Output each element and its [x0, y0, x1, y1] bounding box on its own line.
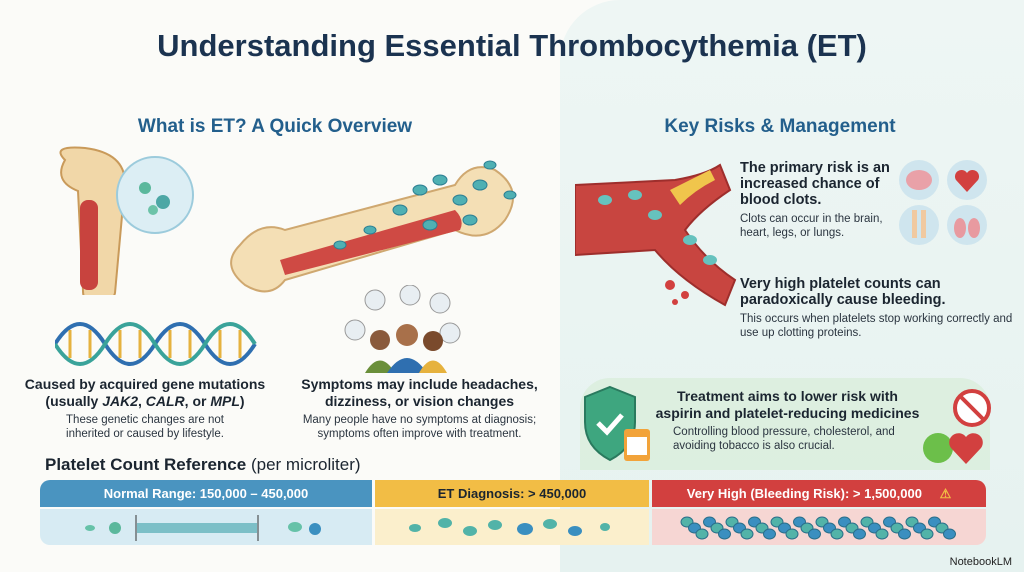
treatment-title: Treatment aims to lower risk with aspiri…	[655, 388, 920, 421]
bone-marrow-illustration	[59, 146, 194, 295]
right-panel-background	[560, 0, 1024, 572]
platelet	[763, 528, 776, 540]
symptoms-desc: Many people have no symptoms at diagnosi…	[302, 414, 537, 440]
gene-mutations-title: Caused by acquired gene mutations(usuall…	[24, 376, 266, 409]
platelet	[898, 528, 911, 540]
risks-heading: Key Risks & Management	[664, 116, 896, 137]
platelet	[695, 528, 709, 540]
very-high-label: Very High (Bleeding Risk): > 1,500,000 ⚠	[652, 480, 986, 507]
normal-range-segment: Normal Range: 150,000 – 450,000	[40, 480, 372, 545]
platelet	[853, 528, 866, 540]
apple-icon	[923, 433, 953, 463]
et-diagnosis-label: ET Diagnosis: > 450,000	[375, 480, 649, 507]
notebooklm-brand: NotebookLM	[949, 556, 1012, 568]
dna-icon	[55, 322, 257, 366]
clot-risk-block: The primary risk is an increased chance …	[740, 160, 895, 240]
platelet	[785, 528, 799, 540]
warning-icon: ⚠	[939, 486, 952, 501]
platelet	[808, 528, 821, 540]
platelet	[920, 528, 934, 540]
clot-risk-title: The primary risk is an increased chance …	[740, 160, 890, 208]
normal-range-label: Normal Range: 150,000 – 450,000	[40, 480, 372, 507]
platelet	[718, 528, 731, 540]
lungs-icon	[947, 205, 987, 245]
treatment-block: Treatment aims to lower risk with aspiri…	[655, 388, 920, 453]
bleeding-risk-block: Very high platelet counts can paradoxica…	[740, 276, 1015, 340]
normal-platelets-illustration	[85, 515, 321, 541]
et-platelets-illustration	[409, 518, 610, 536]
people-symptoms-icon	[344, 285, 461, 373]
page-title: Understanding Essential Thrombocythemia …	[157, 28, 867, 63]
organ-icons	[899, 160, 987, 245]
symptoms-title: Symptoms may include headaches, dizzines…	[301, 376, 538, 409]
very-high-segment: Very High (Bleeding Risk): > 1,500,000 ⚠	[652, 480, 986, 545]
bleeding-risk-desc: This occurs when platelets stop working …	[740, 313, 1013, 339]
overview-heading: What is ET? A Quick Overview	[137, 116, 413, 137]
shield-medicine-icon	[584, 385, 650, 462]
clot-risk-desc: Clots can occur in the brain, heart, leg…	[740, 213, 883, 239]
gene-mutations-block: Caused by acquired gene mutations(usuall…	[10, 376, 280, 441]
healthy-lifestyle-icon	[923, 389, 991, 464]
et-diagnosis-segment: ET Diagnosis: > 450,000	[375, 480, 649, 545]
platelet	[875, 528, 889, 540]
gene-mutations-desc: These genetic changes are not inherited …	[66, 414, 224, 440]
bone-with-platelets-illustration	[230, 160, 517, 293]
very-high-platelets-illustration	[680, 516, 956, 540]
platelet	[943, 528, 956, 540]
blood-vessel-clot-illustration	[575, 163, 737, 307]
treatment-desc: Controlling blood pressure, cholesterol,…	[673, 426, 895, 452]
platelet	[830, 528, 844, 540]
symptoms-block: Symptoms may include headaches, dizzines…	[282, 376, 557, 441]
legs-icon	[899, 205, 939, 245]
platelet	[740, 528, 754, 540]
bleeding-risk-title: Very high platelet counts can paradoxica…	[740, 276, 946, 308]
reference-title: Platelet Count Reference (per microliter…	[45, 455, 361, 474]
heart-icon	[949, 433, 983, 464]
